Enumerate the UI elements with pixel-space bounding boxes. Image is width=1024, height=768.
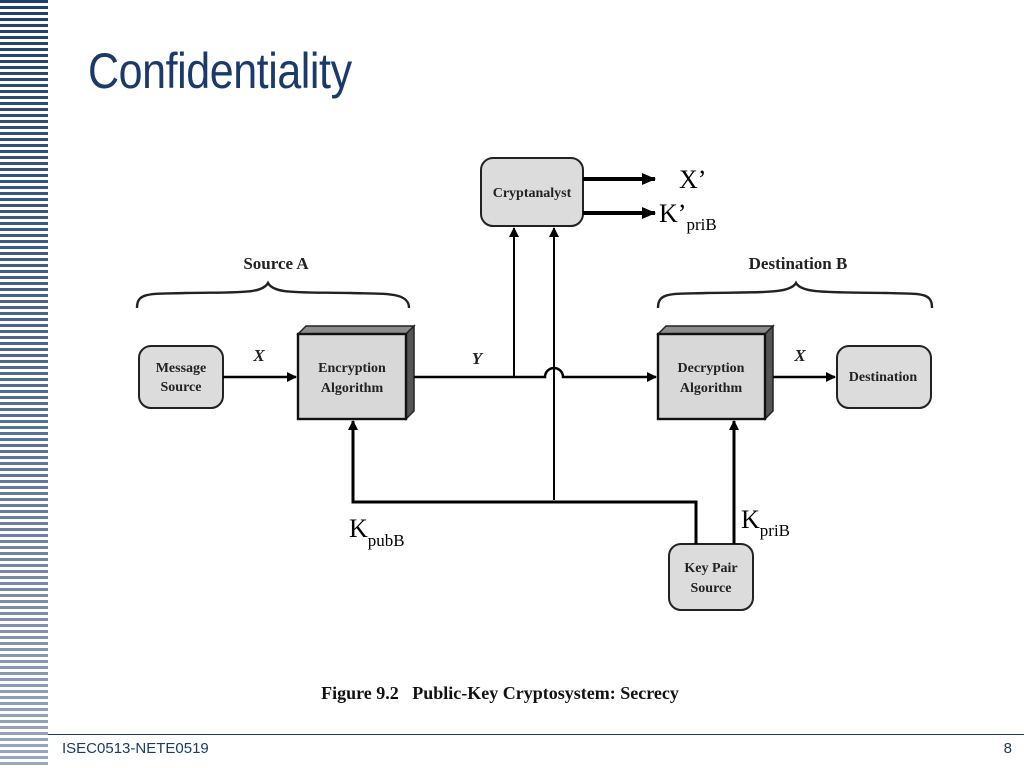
cryptanalyst-node: Cryptanalyst [480,157,584,227]
decryption-algorithm-node: Decryption Algorithm [656,324,775,421]
encryption-algorithm-node: Encryption Algorithm [296,324,416,421]
label-x-prime: X’ [679,165,706,194]
footer-divider [48,734,1024,735]
encryption-label-1: Encryption [318,361,386,376]
message-source-label-2: Source [161,380,202,395]
destination-label: Destination [849,370,918,385]
decryption-label-2: Algorithm [680,381,743,396]
sidebar-stripes-fade [0,0,48,768]
k-pub-base: K [349,514,368,543]
source-a-brace [135,280,411,309]
figure-caption: Figure 9.2 Public-Key Cryptosystem: Secr… [321,683,679,703]
key-pair-label-2: Source [691,581,732,596]
destination-b-brace [656,280,934,309]
label-k-prime-pri: K’priB [659,199,717,234]
k-pri-base: K [741,505,760,534]
edge-label-y: Y [472,349,484,368]
edge-label-x-out: X [793,346,806,365]
label-k-pri: KpriB [741,505,790,540]
destination-b-label: Destination B [749,254,848,273]
k-prime-sub: priB [686,215,716,234]
k-pri-sub: priB [760,521,790,540]
k-prime-base: K’ [659,199,686,228]
destination-node: Destination [836,345,932,409]
arrow-keypair-to-encryption [348,420,698,544]
message-source-label-1: Message [156,361,207,376]
footer-course-code: ISEC0513-NETE0519 [62,740,209,757]
page-number: 8 [1003,740,1012,757]
decryption-label-1: Decryption [678,361,745,376]
cryptanalyst-label: Cryptanalyst [493,186,572,201]
encryption-label-2: Algorithm [321,381,384,396]
edge-label-x-in: X [252,346,265,365]
source-a-label: Source A [243,254,309,273]
message-source-node: Message Source [138,345,224,409]
key-pair-source-node: Key Pair Source [668,543,754,611]
key-pair-label-1: Key Pair [684,561,737,576]
arrow-encryption-to-decryption [414,366,657,382]
label-k-pub: KpubB [349,514,405,550]
slide-title: Confidentiality [88,43,352,99]
k-pub-sub: pubB [368,531,405,550]
